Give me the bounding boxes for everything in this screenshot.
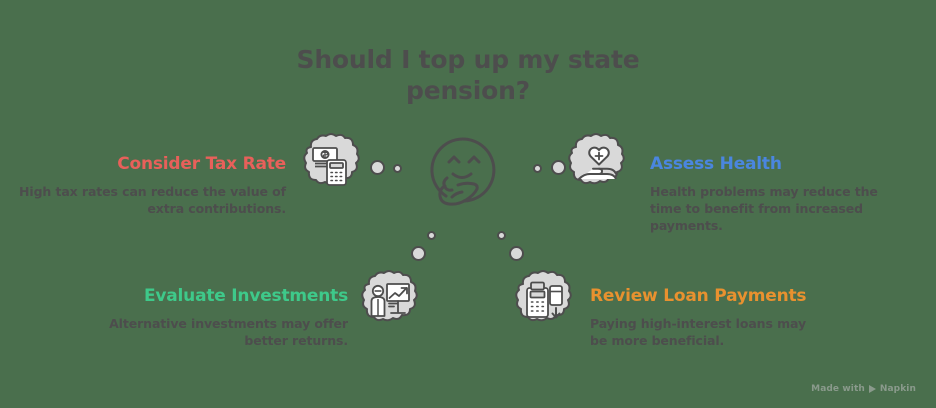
branch-heading-investments: Evaluate Investments [143, 286, 348, 306]
branch-heading-health: Assess Health [650, 154, 782, 174]
branch-heading-loans: Review Loan Payments [590, 286, 807, 306]
connector-dot-health-small [533, 164, 542, 173]
napkin-watermark: Made with Napkin [811, 384, 916, 394]
page-title: Should I top up my state pension? [296, 45, 640, 105]
connector-dot-loan-large [509, 246, 524, 261]
napkin-logo-icon [868, 385, 876, 393]
branch-description-investments: Alternative investments may offer better… [109, 316, 348, 348]
presenter-growth-chart-icon [358, 268, 420, 330]
branch-health: Assess Health Health problems may reduce… [650, 154, 898, 234]
money-calculator-icon [300, 131, 362, 193]
card-terminal-icon [512, 268, 574, 330]
hand-heart-medical-icon [565, 131, 627, 193]
branch-description-tax: High tax rates can reduce the value of e… [19, 184, 286, 216]
branch-loans: Review Loan Payments Paying high-interes… [590, 286, 822, 349]
watermark-brand: Napkin [879, 384, 916, 394]
connector-dot-tax-small [393, 164, 402, 173]
branch-investments: Evaluate Investments Alternative investm… [70, 286, 348, 349]
connector-dot-invest-large [411, 246, 426, 261]
watermark-text: Made with [811, 384, 865, 394]
branch-description-loans: Paying high-interest loans may be more b… [590, 316, 806, 348]
branch-heading-tax: Consider Tax Rate [117, 154, 286, 174]
connector-dot-health-large [551, 160, 566, 175]
branch-description-health: Health problems may reduce the time to b… [650, 184, 878, 233]
thinking-face-icon [424, 134, 500, 206]
connector-dot-loan-small [497, 231, 506, 240]
branch-tax: Consider Tax Rate High tax rates can red… [14, 154, 286, 217]
connector-dot-tax-large [370, 160, 385, 175]
connector-dot-invest-small [427, 231, 436, 240]
